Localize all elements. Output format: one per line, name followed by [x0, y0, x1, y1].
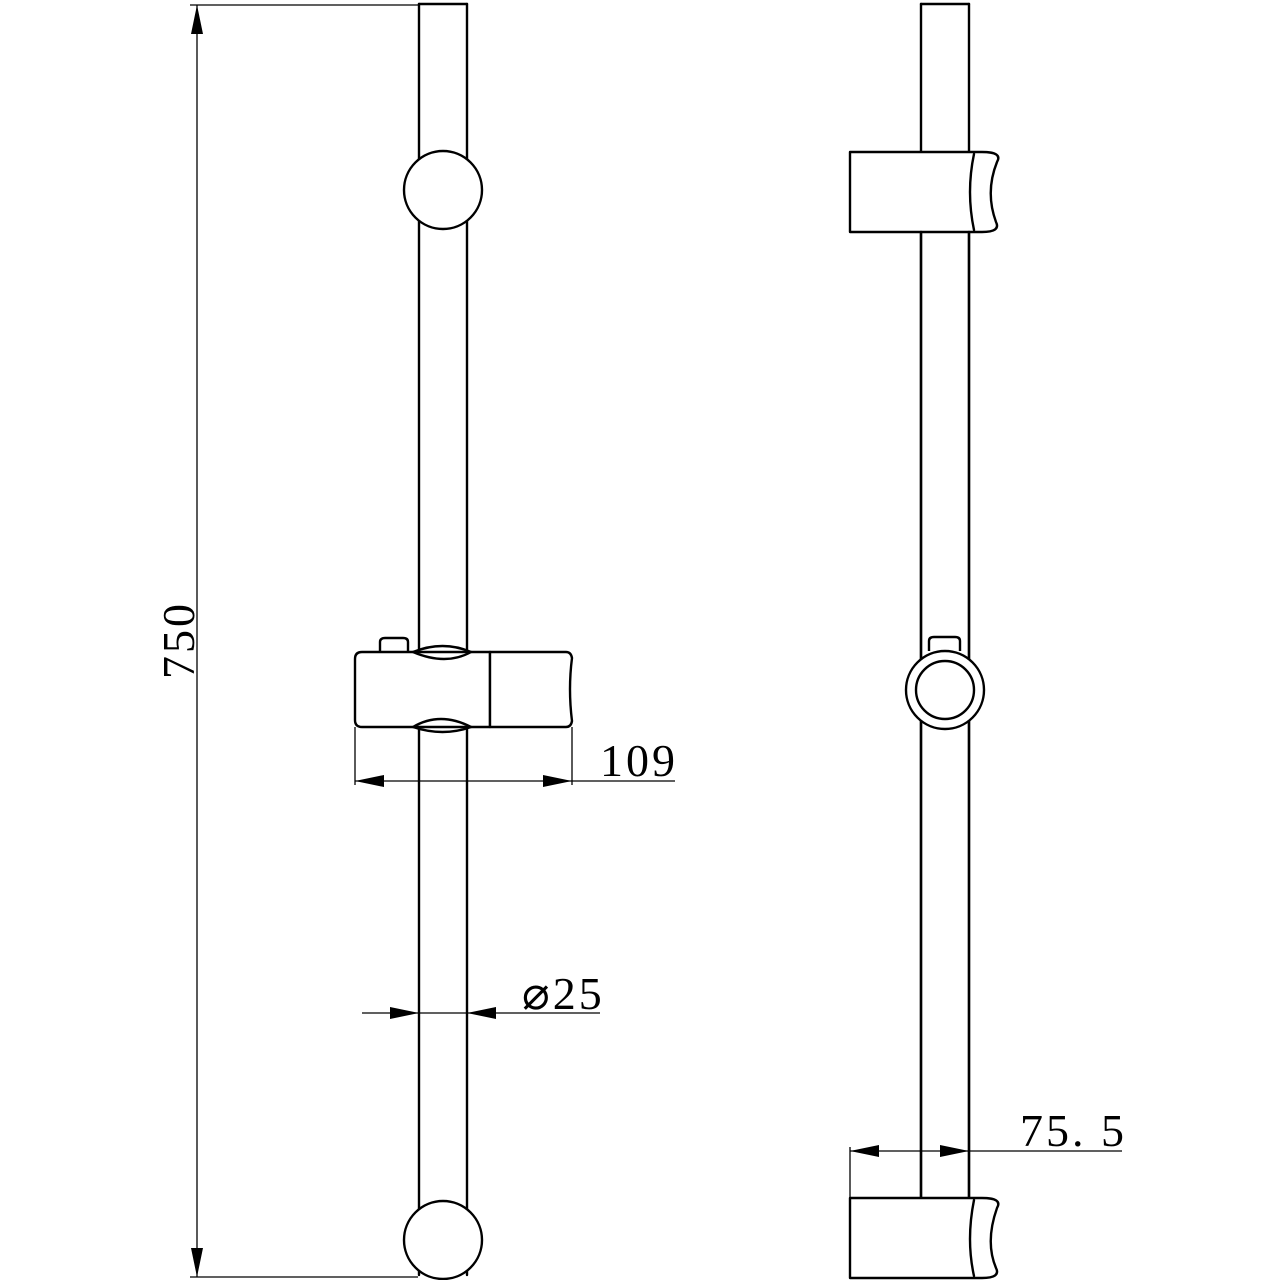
front-bottom-bracket-disc — [402, 1199, 484, 1280]
dim-rail-diameter-label: ⌀25 — [522, 968, 605, 1019]
front-slider-bottom-saddle — [411, 717, 473, 734]
front-slider-button — [378, 636, 410, 653]
side-bottom-bracket-body — [848, 1196, 1000, 1280]
dim-bracket-depth: 75. 5 — [849, 1105, 1127, 1198]
dim-bracket-depth-label: 75. 5 — [1020, 1105, 1127, 1156]
front-view: 750 109 ⌀25 — [153, 2, 678, 1280]
side-slider — [904, 635, 986, 731]
dim-overall-length-label: 750 — [153, 601, 204, 679]
side-slider-button — [927, 635, 962, 651]
side-top-bracket-body — [848, 150, 1000, 234]
side-view: 75. 5 — [848, 2, 1127, 1280]
side-slider-ring-inner — [914, 659, 976, 721]
front-slider — [353, 636, 574, 734]
side-bottom-bracket-rim — [968, 1198, 976, 1278]
dim-overall-length: 750 — [153, 4, 418, 1278]
front-slider-grip — [488, 650, 574, 729]
front-slider-body — [353, 650, 492, 729]
dim-slider-width: 109 — [354, 727, 678, 787]
side-top-bracket-rim — [968, 152, 976, 232]
dim-rail-diameter: ⌀25 — [362, 968, 605, 1019]
front-top-bracket-disc — [402, 149, 484, 231]
front-slider-top-saddle — [411, 644, 473, 661]
side-bottom-bracket — [848, 1196, 1000, 1280]
dim-slider-width-label: 109 — [600, 735, 678, 786]
